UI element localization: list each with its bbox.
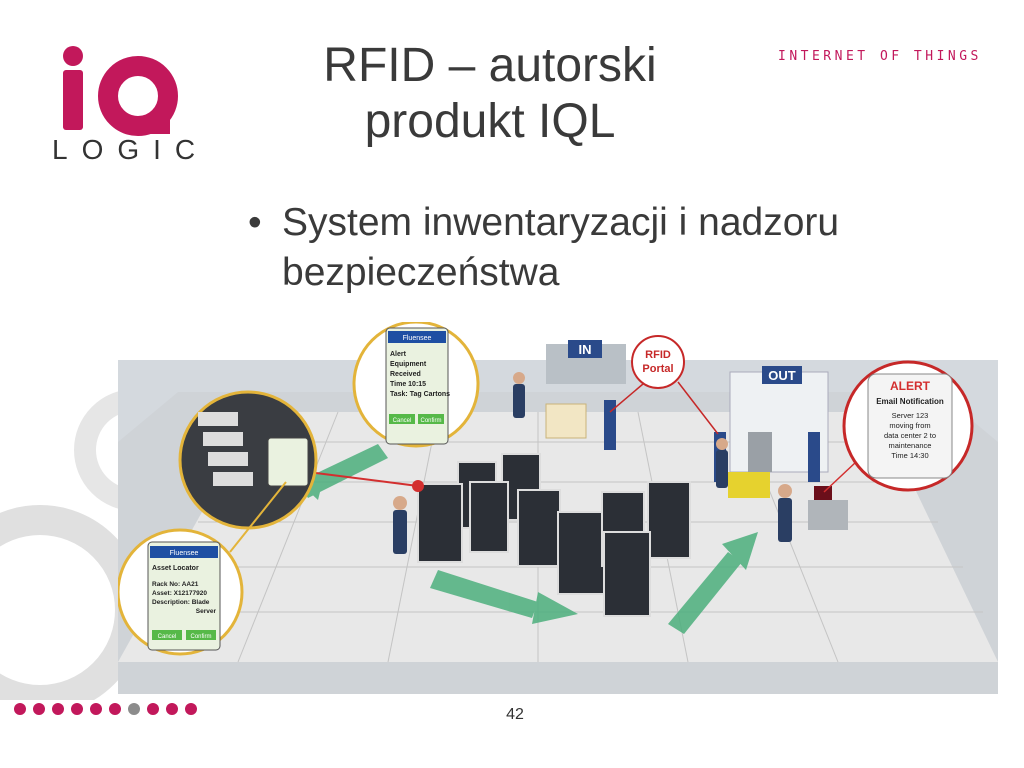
bullet-marker: • [248, 201, 262, 244]
email-line-4: maintenance [889, 441, 932, 450]
alert-bubble: Fluensee Alert Equipment Received Time 1… [352, 320, 480, 448]
alert-line-2: Equipment [390, 361, 427, 368]
out-sign [762, 366, 802, 384]
alert-confirm: Confirm [420, 418, 441, 424]
email-line-1: Server 123 [892, 411, 929, 420]
email-line-2: moving from [889, 421, 930, 430]
email-alert-bubble: ALERT Email Notification Server 123 movi… [842, 360, 974, 492]
rfid-datacenter-illustration: IN OUT RFID Portal [116, 320, 998, 694]
page-number: 42 [506, 706, 524, 723]
footer-dot [166, 702, 178, 715]
locator-title: Asset Locator [152, 565, 199, 572]
footer-dot [71, 702, 83, 715]
slide-title: RFID – autorski produkt IQL [230, 38, 750, 150]
in-sign [568, 340, 602, 358]
email-alert-title: Email Notification [876, 397, 944, 406]
alert-bubble-brand: Fluensee [403, 335, 432, 342]
locator-confirm: Confirm [190, 634, 211, 640]
locator-line-4: Server [196, 608, 217, 615]
out-sign-label: OUT [768, 368, 796, 383]
locator-brand: Fluensee [170, 550, 199, 557]
rack-closeup-bubble [178, 390, 318, 530]
email-line-5: Time 14:30 [891, 451, 928, 460]
decorative-circles [0, 380, 196, 715]
footer-dot [185, 702, 197, 715]
tagline: INTERNET OF THINGS [778, 49, 982, 64]
footer-dot [128, 702, 140, 715]
locator-line-2: Asset: X12177920 [152, 590, 207, 597]
alert-line-1: Alert [390, 351, 407, 358]
alert-line-3: Received [390, 371, 421, 378]
rfid-portal-bubble [631, 335, 685, 389]
alert-cancel: Cancel [393, 418, 412, 424]
asset-locator-bubble: Fluensee Asset Locator Rack No: AA21 Ass… [116, 528, 244, 656]
bullet-item: • System inwentaryzacji i nadzoru bezpie… [248, 198, 988, 298]
alert-line-5: Task: Tag Cartons [390, 391, 450, 398]
flow-arrows [288, 444, 758, 634]
bullet-text: System inwentaryzacji i nadzoru bezpiecz… [282, 201, 840, 294]
footer-dot [52, 702, 64, 715]
email-alert-header: ALERT [890, 379, 931, 393]
title-line-1: RFID – autorski [323, 39, 657, 92]
footer-dot [90, 702, 102, 715]
footer-dot [109, 702, 121, 715]
locator-cancel: Cancel [158, 634, 177, 640]
logo-wordmark: LOGIC [52, 134, 210, 165]
iq-logo-mark [63, 46, 178, 136]
portal-label-1: RFID [645, 349, 671, 361]
footer-dot [14, 702, 26, 715]
in-sign-label: IN [579, 342, 592, 357]
iq-logic-logo [40, 38, 190, 168]
locator-line-1: Rack No: AA21 [152, 581, 199, 588]
alert-line-4: Time 10:15 [390, 381, 426, 388]
email-line-3: data center 2 to [884, 431, 936, 440]
title-line-2: produkt IQL [364, 95, 616, 148]
locator-line-3: Description: Blade [152, 599, 210, 606]
server-racks [417, 453, 691, 617]
footer-dots [14, 700, 204, 716]
footer-dot [33, 702, 45, 715]
footer-dot [147, 702, 159, 715]
workers [393, 372, 792, 554]
portal-label-2: Portal [642, 363, 673, 375]
